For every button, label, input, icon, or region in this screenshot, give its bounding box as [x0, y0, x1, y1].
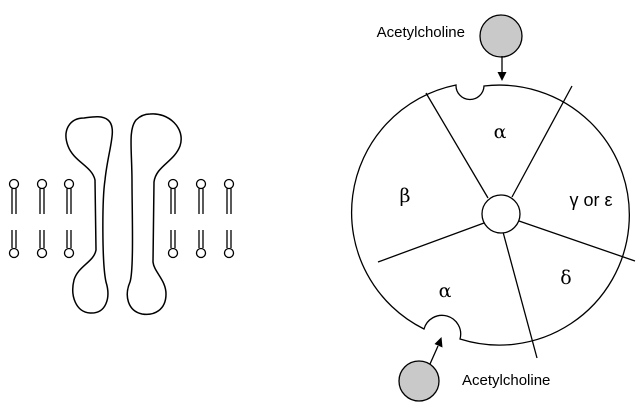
acetylcholine-bottom: Acetylcholine	[398, 337, 550, 402]
lipid-molecule	[36, 178, 48, 259]
acetylcholine-label-top: Acetylcholine	[377, 24, 465, 41]
binding-arrowhead-top	[497, 72, 507, 81]
acetylcholine-label-bottom: Acetylcholine	[462, 372, 550, 389]
lipid-molecule	[223, 178, 235, 259]
channel-protein-left-half	[65, 116, 114, 314]
acetylcholine-molecule-top	[479, 14, 523, 58]
lipid-bilayer-right	[167, 178, 235, 259]
lipid-bilayer-left	[8, 178, 75, 259]
channel-protein-right-half	[126, 113, 182, 316]
binding-arrow-bottom	[429, 345, 439, 365]
subunit-alpha-bottom: α	[439, 280, 452, 302]
receptor-top-view: α β γ or ε α δ Acetylcholine Acetylcholi…	[350, 14, 636, 402]
central-pore	[481, 194, 521, 234]
subunit-alpha-top: α	[494, 121, 507, 143]
lipid-molecule	[8, 178, 20, 259]
binding-arrowhead-bottom	[434, 337, 443, 348]
lipid-molecule	[167, 178, 179, 259]
lipid-molecule	[63, 178, 75, 259]
acetylcholine-molecule-bottom	[398, 360, 440, 402]
subunit-dividers	[377, 85, 636, 359]
subunit-delta: δ	[560, 267, 571, 289]
subunit-beta: β	[400, 185, 411, 207]
lipid-molecule	[195, 178, 207, 259]
subunit-gamma-or-epsilon: γ or ε	[569, 190, 612, 210]
acetylcholine-top: Acetylcholine	[377, 14, 523, 81]
membrane-side-view	[8, 113, 235, 316]
